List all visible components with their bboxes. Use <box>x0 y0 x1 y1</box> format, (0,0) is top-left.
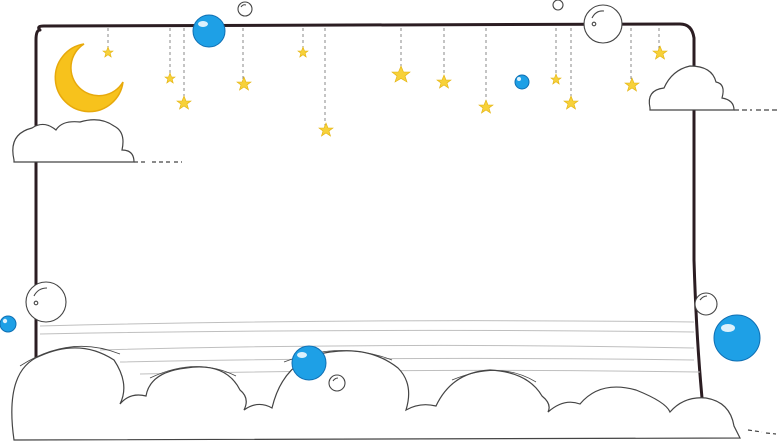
star-icon <box>176 95 192 110</box>
star-icon <box>391 65 411 83</box>
bubble-icon <box>328 374 346 392</box>
star-icon <box>550 73 562 85</box>
star-icon <box>436 74 452 89</box>
bubble-icon <box>237 1 253 17</box>
star-icon <box>102 46 114 58</box>
bubble-icon <box>713 314 761 362</box>
star-icon <box>624 77 640 92</box>
cloud-icon <box>11 347 741 441</box>
bubble-icon <box>583 4 623 44</box>
bubble-icon <box>552 0 564 11</box>
bubble-icon <box>291 345 327 381</box>
bubble-icon <box>514 74 530 90</box>
star-icon <box>236 76 252 91</box>
blue-bubbles <box>0 14 761 381</box>
cloud-icon <box>648 65 778 111</box>
bubble-icon <box>694 292 718 316</box>
star-icon <box>164 72 176 84</box>
hanging-strings <box>107 28 660 128</box>
stars <box>102 45 668 137</box>
bubble-icon <box>25 281 67 323</box>
outline-bubbles <box>25 0 718 392</box>
star-icon <box>478 99 494 114</box>
moon-icon <box>54 43 124 113</box>
cloud-bank <box>11 345 777 441</box>
star-icon <box>652 45 668 60</box>
star-icon <box>563 95 579 110</box>
cloud-icon <box>12 119 182 163</box>
frame-border <box>34 22 708 438</box>
bubble-icon <box>192 14 226 48</box>
star-icon <box>318 122 334 137</box>
bubble-icon <box>0 315 17 333</box>
star-icon <box>297 46 309 58</box>
